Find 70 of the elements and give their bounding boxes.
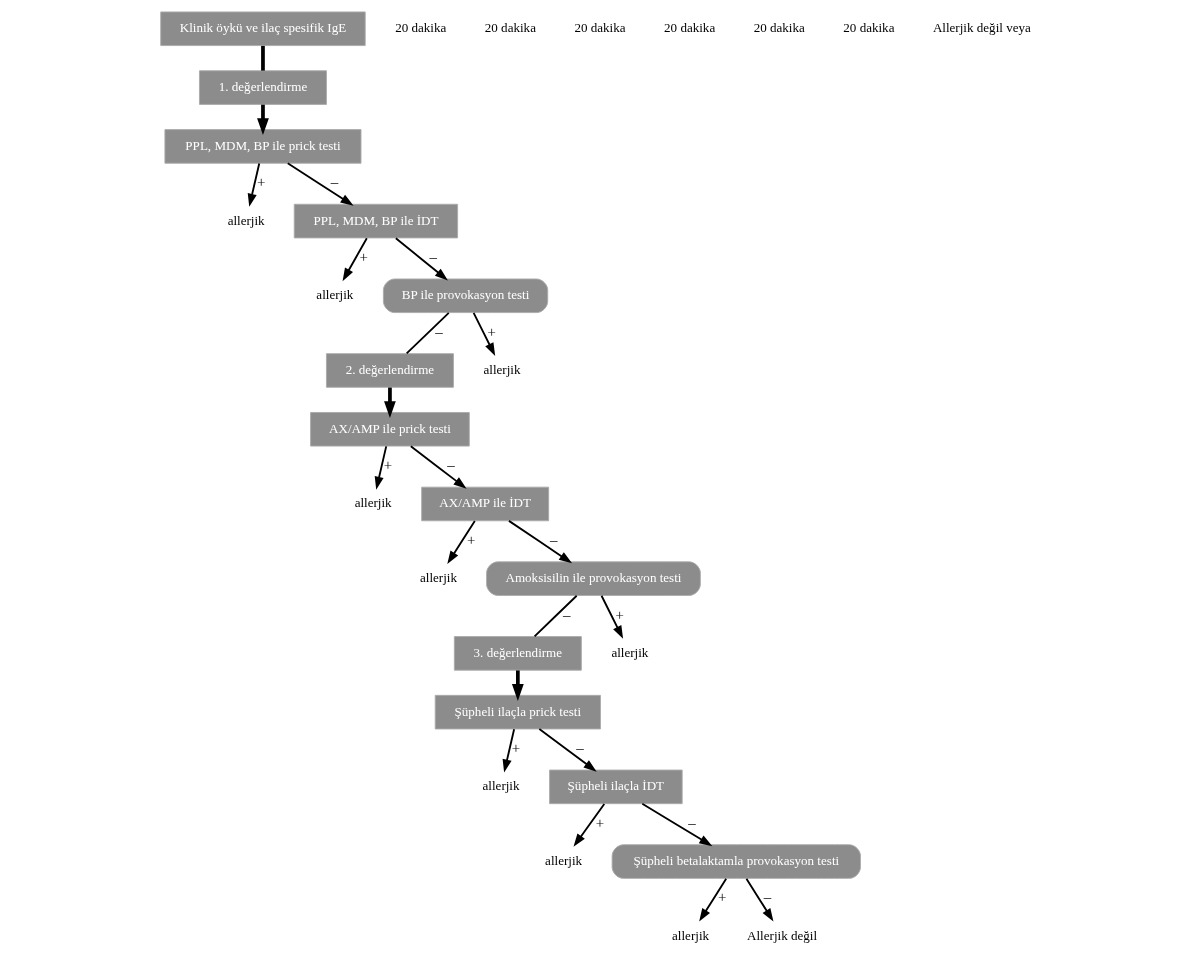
label: 20 dakika — [664, 20, 716, 36]
edge-label: + — [511, 740, 521, 757]
edge-label: + — [359, 248, 369, 265]
edge-label: – — [447, 457, 455, 474]
edge-label: + — [718, 889, 727, 906]
label: Allerjik değil veya — [932, 20, 1031, 36]
arrow — [374, 445, 388, 490]
node-box: AX/AMP ile prick testi — [310, 412, 470, 447]
arrow — [699, 877, 728, 922]
edge-label: – — [563, 606, 571, 623]
arrow — [573, 803, 606, 847]
arrow — [745, 877, 774, 922]
connector — [405, 311, 450, 355]
connector — [261, 45, 265, 71]
node-box: 3. değerlendirme — [453, 636, 582, 671]
label: 20 dakika — [395, 20, 447, 36]
node-text: allerjik — [545, 853, 583, 868]
arrow — [286, 162, 354, 206]
node-text: allerjik — [354, 495, 392, 511]
edge-label: – — [576, 740, 584, 757]
edge-label: – — [763, 889, 772, 906]
node-box: 1. değerlendirme — [199, 70, 327, 105]
node-box: Amoksisilin ile provokasyon testi — [486, 561, 701, 596]
label: 20 dakika — [574, 20, 626, 36]
node-box: Şüpheli ilaçla prick testi — [434, 694, 601, 730]
edge-label: + — [595, 814, 605, 831]
node-box: BP ile provokasyon testi — [382, 278, 549, 314]
connector — [533, 594, 578, 638]
node-box: PPL, MDM, BP ile prick testi — [164, 129, 362, 164]
arrow — [472, 311, 496, 356]
node-box: Klinik öykü ve ilaç spesifik IgE — [160, 11, 366, 47]
arrow — [600, 594, 624, 639]
arrow — [384, 387, 396, 418]
arrow — [502, 728, 516, 773]
edge-label: + — [487, 323, 496, 340]
arrow — [538, 728, 597, 772]
node-text: Allerjik değil — [747, 927, 818, 943]
arrow — [511, 670, 524, 701]
node-box: PPL, MDM, BP ile İDT — [293, 203, 459, 239]
edge-label: + — [615, 606, 624, 623]
node-box: Şüpheli betalaktamla provokasyon testi — [611, 844, 861, 879]
node-text: allerjik — [227, 212, 265, 228]
arrow — [409, 445, 467, 489]
edge-label: – — [330, 174, 339, 191]
node-text: allerjik — [316, 287, 354, 303]
node-text: allerjik — [482, 778, 520, 794]
arrow — [342, 237, 368, 282]
arrow — [447, 520, 476, 564]
arrow — [641, 802, 713, 847]
node-text: allerjik — [611, 644, 649, 660]
node-box: 2. değerlendirme — [326, 353, 454, 388]
edge-label: – — [435, 323, 443, 340]
node-text: allerjik — [419, 570, 457, 586]
node-text: allerjik — [483, 361, 521, 377]
node-text: allerjik — [672, 927, 710, 943]
node-box: AX/AMP ile İDT — [421, 486, 550, 522]
arrow — [508, 519, 573, 564]
label: 20 dakika — [843, 20, 895, 36]
edge-label: – — [550, 531, 558, 548]
edge-label: + — [383, 457, 393, 474]
edge-label: – — [429, 248, 438, 265]
edge-label: + — [466, 531, 476, 548]
node-box: Şüpheli ilaçla İDT — [549, 769, 683, 805]
label: 20 dakika — [484, 20, 536, 36]
arrow — [247, 162, 261, 207]
arrow — [257, 104, 269, 136]
edge-label: + — [256, 174, 266, 191]
label: 20 dakika — [753, 20, 805, 36]
edge-label: – — [688, 814, 696, 831]
arrow — [394, 237, 448, 281]
